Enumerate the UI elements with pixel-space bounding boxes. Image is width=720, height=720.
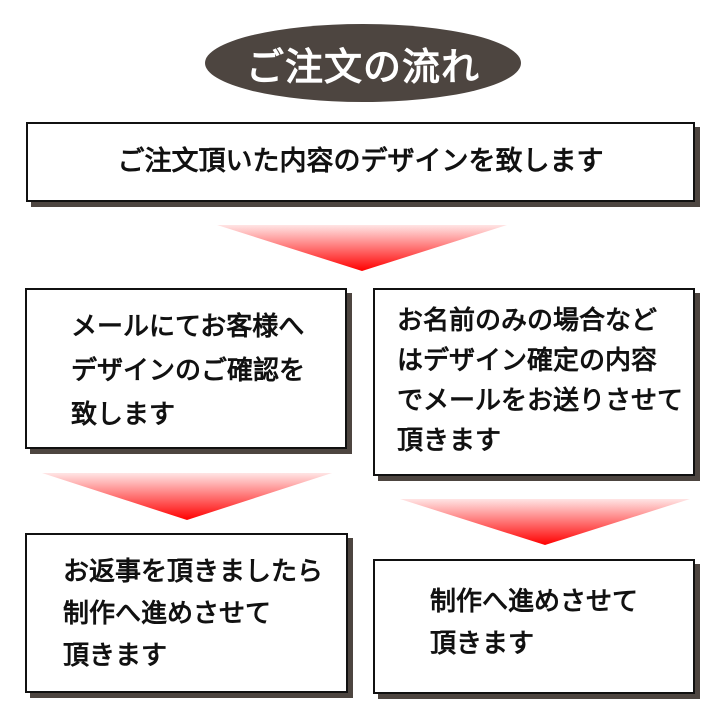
step-text-line: 制作へ進めさせて <box>430 587 639 617</box>
step-text-line: 制作へ進めさせて <box>63 599 272 629</box>
step-box-name-only: お名前のみの場合など はデザイン確定の内容 でメールをお送りさせて 頂きます <box>373 288 695 476</box>
step-text-line: 頂きます <box>63 641 168 671</box>
step-text: お返事を頂きましたら 制作へ進めさせて 頂きます <box>63 551 323 677</box>
step-box-email-confirm: メールにてお客様へ デザインのご確認を 致します <box>25 288 347 449</box>
down-arrow-icon <box>400 499 690 545</box>
page-title: ご注文の流れ <box>245 43 480 89</box>
step-text-line: 頂きます <box>430 629 535 659</box>
step-text-line: お名前のみの場合など <box>397 306 658 336</box>
step-text-line: 致します <box>71 400 176 430</box>
step-box-after-reply: お返事を頂きましたら 制作へ進めさせて 頂きます <box>25 533 348 693</box>
step-text-line: ご注文頂いた内容のデザインを致します <box>117 146 604 177</box>
step-text: 制作へ進めさせて 頂きます <box>430 581 638 665</box>
down-arrow-icon <box>217 225 507 271</box>
step-text-line: 頂きます <box>397 426 502 456</box>
step-text-line: お返事を頂きましたら <box>63 557 324 587</box>
title-badge: ご注文の流れ <box>205 24 521 102</box>
step-text-line: でメールをお送りさせて <box>397 386 684 416</box>
down-arrow-icon <box>42 473 332 520</box>
step-text-line: メールにてお客様へ <box>71 312 305 342</box>
step-box-order-design: ご注文頂いた内容のデザインを致します <box>26 122 695 202</box>
step-box-production: 制作へ進めさせて 頂きます <box>373 559 695 694</box>
step-text-line: デザインのご確認を <box>71 356 306 386</box>
step-text: メールにてお客様へ デザインのご確認を 致します <box>71 305 305 437</box>
step-text-line: はデザイン確定の内容 <box>397 346 658 376</box>
step-text: お名前のみの場合など はデザイン確定の内容 でメールをお送りさせて 頂きます <box>397 301 683 461</box>
step-text: ご注文頂いた内容のデザインを致します <box>118 140 604 184</box>
